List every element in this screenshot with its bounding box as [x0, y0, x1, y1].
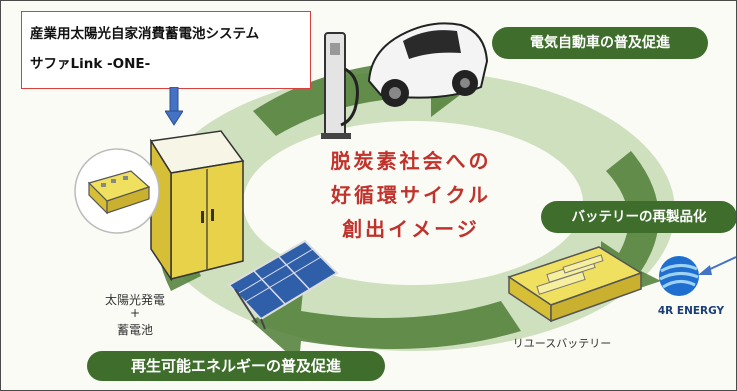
battery-cabinet-icon — [74, 130, 245, 282]
down-arrow-icon — [165, 87, 183, 126]
ev-charger-icon — [321, 32, 359, 139]
system-title-line2: サファLink -ONE- — [30, 56, 151, 72]
ring-inner — [243, 121, 583, 285]
battery-remanufacture-pill: バッテリーの再製品化 — [541, 201, 736, 233]
reuse-battery-label: リユースバッテリー — [512, 337, 612, 350]
pointer-arrow-icon — [698, 256, 736, 275]
system-title-box: 産業用太陽光自家消費蓄電池システム サファLink -ONE- — [21, 11, 311, 89]
system-title-line1: 産業用太陽光自家消費蓄電池システム — [30, 26, 260, 42]
solar-label-plus: + — [129, 306, 141, 320]
center-text-line1: 脱炭素社会への — [330, 149, 492, 173]
renewable-promotion-pill: 再生可能エネルギーの普及促進 — [87, 351, 385, 381]
company-name: 4R ENERGY — [657, 305, 725, 317]
solar-label-line1: 太陽光発電 — [104, 293, 165, 307]
solar-label-line2: 蓄電池 — [116, 323, 153, 337]
arrow-bottom — [251, 291, 521, 363]
center-text-line3: 創出イメージ — [342, 217, 480, 241]
ev-promotion-pill: 電気自動車の普及促進 — [492, 27, 708, 59]
car-icon — [367, 22, 489, 107]
reuse-battery-icon — [507, 246, 643, 323]
solar-panel-icon — [227, 239, 339, 330]
company-logo-icon — [659, 256, 699, 296]
center-text-line2: 好循環サイクル — [331, 183, 491, 207]
